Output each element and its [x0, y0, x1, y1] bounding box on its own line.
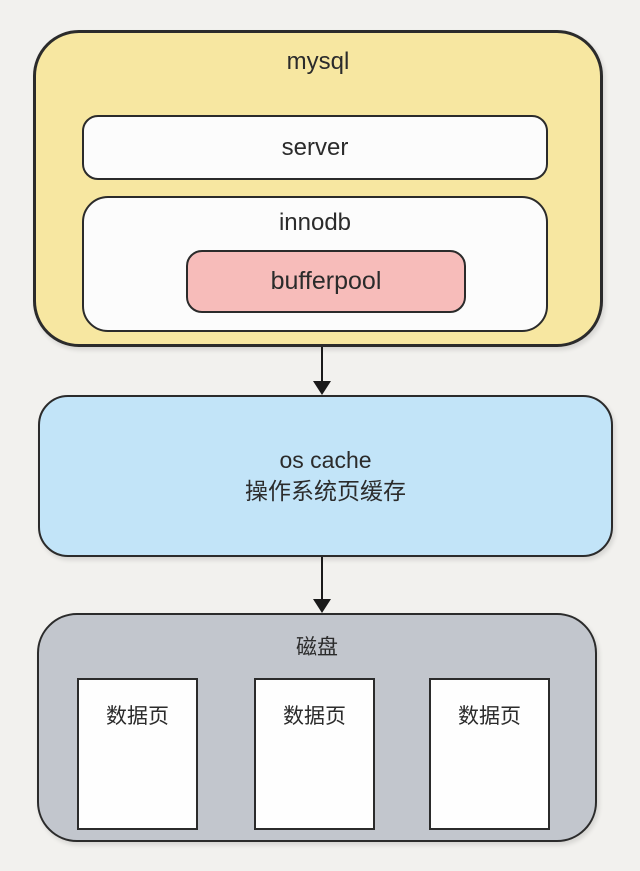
data-page-label: 数据页: [283, 705, 346, 728]
arrow-line: [321, 347, 323, 382]
arrow-mysql-to-oscache-icon: [312, 347, 332, 395]
bufferpool-label: bufferpool: [270, 267, 382, 295]
disk-label: 磁盘: [296, 636, 338, 659]
server-box: server: [82, 115, 548, 180]
disk-box: 磁盘 数据页 数据页 数据页: [37, 613, 597, 842]
arrow-head-icon: [313, 599, 331, 613]
mysql-label: mysql: [286, 48, 350, 75]
mysql-box: mysql server innodb bufferpool: [33, 30, 603, 347]
data-page-label: 数据页: [106, 705, 169, 728]
os-cache-label-en: os cache: [279, 446, 372, 473]
innodb-label: innodb: [278, 209, 352, 236]
server-label: server: [281, 133, 349, 161]
os-cache-label-zh: 操作系统页缓存: [245, 478, 406, 504]
arrow-head-icon: [313, 381, 331, 395]
bufferpool-box: bufferpool: [186, 250, 466, 313]
data-page-label: 数据页: [458, 705, 521, 728]
data-page: 数据页: [254, 678, 375, 830]
data-page: 数据页: [77, 678, 198, 830]
innodb-box: innodb bufferpool: [82, 196, 548, 332]
data-page: 数据页: [429, 678, 550, 830]
arrow-oscache-to-disk-icon: [312, 557, 332, 613]
os-cache-box: os cache 操作系统页缓存: [38, 395, 613, 557]
arrow-line: [321, 557, 323, 600]
